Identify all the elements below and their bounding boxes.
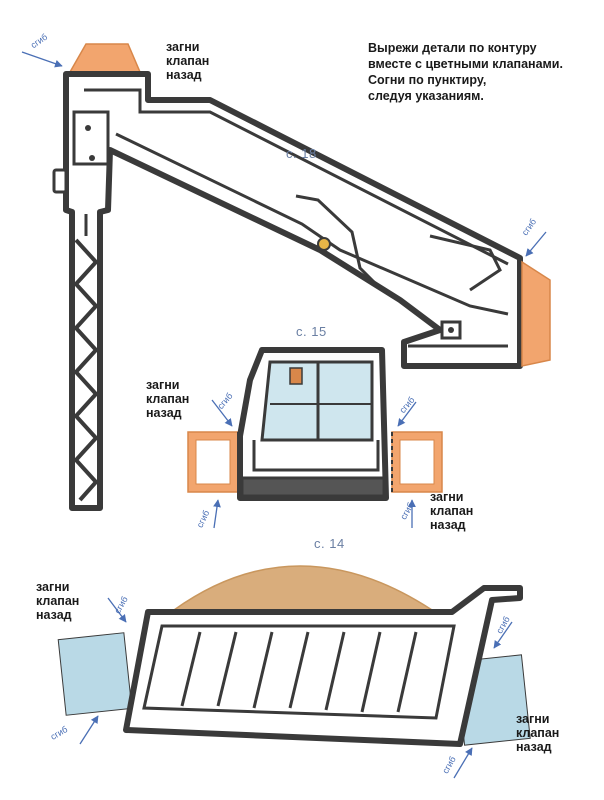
boom-part (52, 43, 551, 511)
sand-dome (171, 565, 441, 615)
fold-arrows (21, 51, 547, 779)
cab-part (187, 347, 443, 501)
page-ref-bucket: с. 14 (314, 536, 345, 551)
bucket-left-flap (57, 632, 133, 716)
bucket-body (123, 585, 523, 747)
boom-top-flap (68, 43, 142, 73)
auger-screw (74, 238, 98, 502)
pivot-pin (317, 237, 331, 251)
boom-arm (63, 71, 523, 511)
instructions-text: Вырежи детали по контуру вместе с цветны… (368, 41, 563, 103)
bucket-part (57, 565, 531, 747)
page-ref-boom: с. 18 (286, 146, 317, 161)
cab-base (240, 476, 386, 498)
boom-right-flap (521, 260, 551, 367)
page-ref-cab: с. 15 (296, 324, 327, 339)
